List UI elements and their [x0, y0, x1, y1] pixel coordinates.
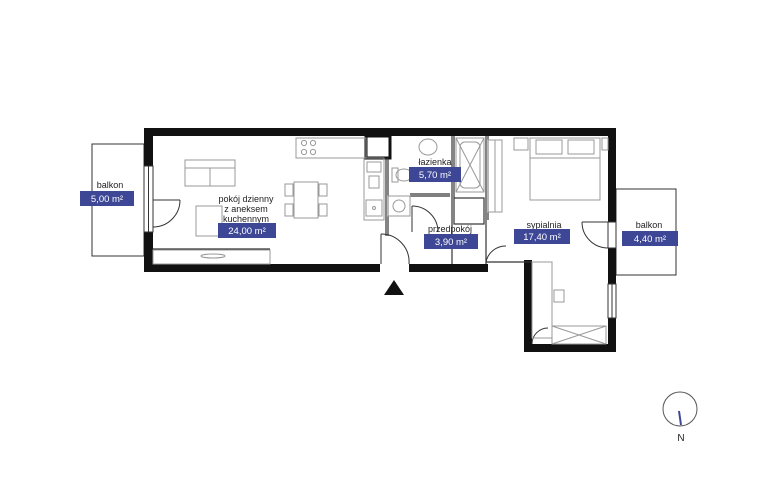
- balcony-left-area: 5,00 m²: [91, 194, 123, 205]
- living-name-line-1: pokój dzienny: [218, 194, 274, 204]
- room-labels: balkon pokój dzienny z aneksem kuchennym…: [97, 157, 663, 234]
- hall-area: 3,90 m²: [435, 237, 467, 248]
- area-tag-living: 24,00 m²: [218, 223, 276, 238]
- compass: N: [662, 391, 698, 444]
- area-tag-bedroom: 17,40 m²: [514, 229, 570, 244]
- balcony-left-name: balkon: [97, 180, 124, 190]
- bathroom-name: łazienka: [418, 157, 451, 167]
- living-name-line-3: kuchennym: [223, 214, 269, 224]
- entrance-arrow-icon: [384, 280, 404, 295]
- living-area: 24,00 m²: [228, 226, 266, 237]
- furniture: [152, 137, 609, 345]
- balcony-right-name: balkon: [636, 220, 663, 230]
- bedroom-area: 17,40 m²: [523, 232, 561, 243]
- area-tag-bathroom: 5,70 m²: [409, 167, 461, 182]
- hall-name: przedpokój: [428, 224, 472, 234]
- bathroom-area: 5,70 m²: [419, 170, 451, 181]
- area-tag-balcony-right: 4,40 m²: [622, 231, 678, 246]
- area-tags: 5,00 m² 24,00 m² 5,70 m² 3,90 m² 17,40 m…: [80, 167, 678, 249]
- bedroom-name: sypialnia: [526, 220, 561, 230]
- door-swings: [152, 199, 609, 345]
- area-tag-hall: 3,90 m²: [424, 234, 478, 249]
- walls: [144, 128, 616, 352]
- compass-circle-icon: [662, 391, 698, 427]
- living-name-line-2: z aneksem: [224, 204, 268, 214]
- area-tag-balcony-left: 5,00 m²: [80, 191, 134, 206]
- compass-north-label: N: [677, 433, 684, 444]
- balcony-right-area: 4,40 m²: [634, 234, 666, 245]
- compass-needle-icon: [678, 410, 682, 426]
- windows: [143, 165, 617, 319]
